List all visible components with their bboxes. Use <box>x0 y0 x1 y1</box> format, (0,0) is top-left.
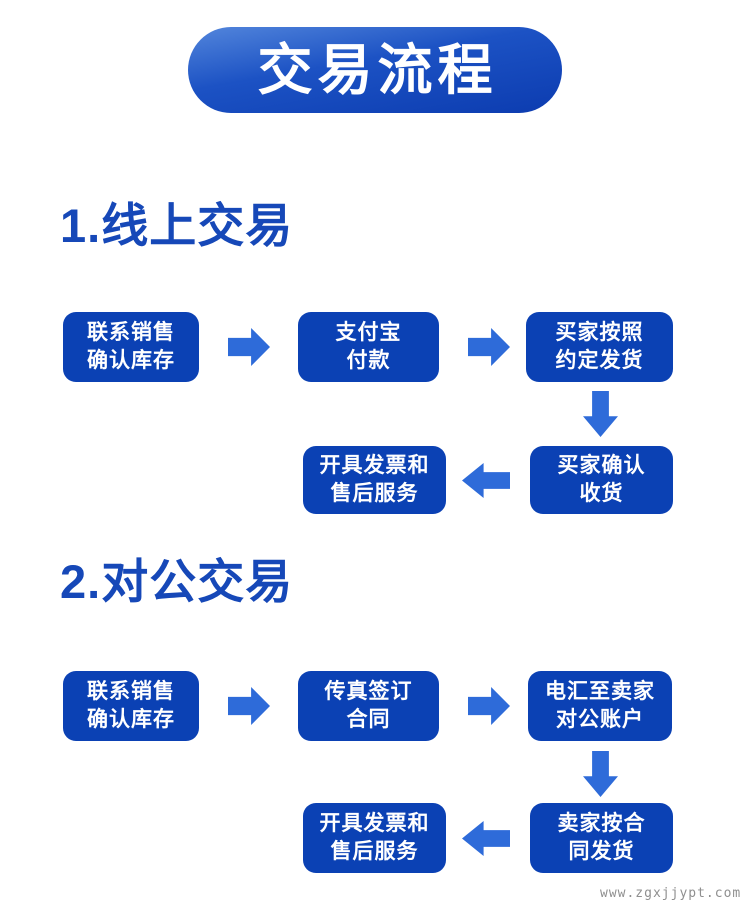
step-line: 同发货 <box>568 840 635 863</box>
arrow-down-icon <box>583 751 618 797</box>
step-line: 传真签订 <box>324 680 413 703</box>
step-line: 买家按照 <box>555 321 644 344</box>
step-line: 确认库存 <box>87 349 175 372</box>
step-line: 售后服务 <box>330 482 419 505</box>
step-box-invoice-aftersales-1: 开具发票和 售后服务 <box>303 446 446 514</box>
step-line: 电汇至卖家 <box>545 680 655 703</box>
step-line: 售后服务 <box>330 840 419 863</box>
arrow-left-icon <box>462 821 510 856</box>
arrow-right-icon <box>468 687 510 725</box>
step-line: 联系销售 <box>87 680 175 703</box>
step-line: 付款 <box>346 349 391 372</box>
step-line: 支付宝 <box>335 321 402 344</box>
step-line: 确认库存 <box>87 708 175 731</box>
step-line: 收货 <box>579 482 624 505</box>
step-line: 对公账户 <box>556 708 644 731</box>
step-line: 合同 <box>346 708 391 731</box>
step-box-buyer-confirm-receipt: 买家确认 收货 <box>530 446 673 514</box>
watermark-text: www.zgxjjypt.com <box>600 886 742 901</box>
arrow-right-icon <box>228 328 270 366</box>
step-box-contact-sales-2: 联系销售 确认库存 <box>63 671 199 741</box>
arrow-right-icon <box>468 328 510 366</box>
step-line: 联系销售 <box>87 321 175 344</box>
arrow-down-icon <box>583 391 618 437</box>
step-box-contact-sales-1: 联系销售 确认库存 <box>63 312 199 382</box>
section-1-heading: 1.线上交易 <box>60 199 294 252</box>
step-line: 约定发货 <box>555 349 644 372</box>
arrow-right-icon <box>228 687 270 725</box>
arrow-left-icon <box>462 463 510 498</box>
step-box-buyer-ships-per-agreement: 买家按照 约定发货 <box>526 312 673 382</box>
step-line: 买家确认 <box>557 454 646 477</box>
title-pill: 交易流程 <box>188 27 562 113</box>
step-box-invoice-aftersales-2: 开具发票和 售后服务 <box>303 803 446 873</box>
step-box-wire-transfer-corporate-account: 电汇至卖家 对公账户 <box>528 671 672 741</box>
step-box-fax-contract: 传真签订 合同 <box>298 671 439 741</box>
step-box-seller-ships-per-contract: 卖家按合 同发货 <box>530 803 673 873</box>
step-line: 开具发票和 <box>319 454 430 477</box>
step-line: 卖家按合 <box>557 812 646 835</box>
page-title: 交易流程 <box>257 38 498 101</box>
section-2-heading: 2.对公交易 <box>60 555 294 608</box>
step-line: 开具发票和 <box>319 812 430 835</box>
step-box-alipay-payment: 支付宝 付款 <box>298 312 439 382</box>
